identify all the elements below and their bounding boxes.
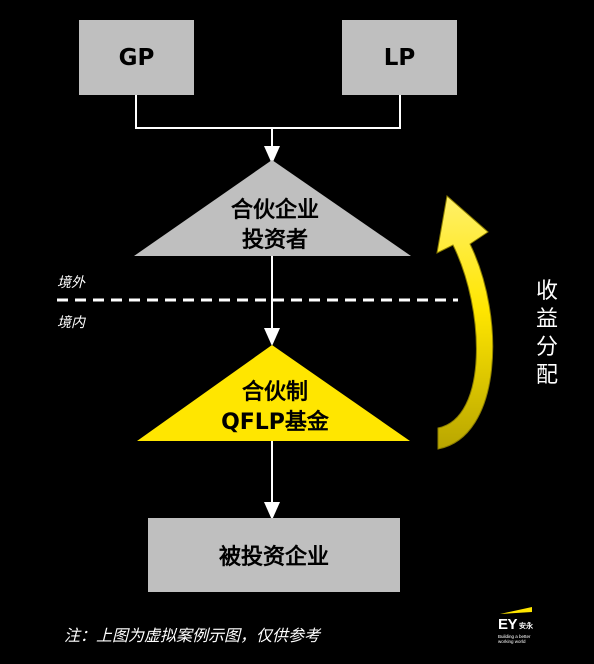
ey-tagline-line-1: Building a better — [498, 634, 531, 639]
ey-logo: EY 安永 Building a better working world — [496, 604, 546, 648]
gp-label: GP — [118, 44, 155, 71]
return-label-char: 分 — [535, 335, 558, 360]
return-label-char: 益 — [535, 307, 558, 332]
disclaimer-note: 注：上图为虚拟案例示图，仅供参考 — [64, 626, 321, 645]
gp-connector — [135, 95, 272, 129]
ey-logo-chinese: 安永 — [519, 622, 533, 630]
return-label-char: 收 — [535, 279, 558, 304]
ey-tagline-line-2: working world — [498, 639, 526, 644]
lp-box: LP — [342, 20, 457, 95]
fund-label-line-2: QFLP基金 — [221, 410, 329, 435]
fund-label-line-1: 合伙制 — [241, 380, 308, 405]
return-distribution-arrow-icon — [436, 195, 494, 450]
offshore-label: 境外 — [57, 275, 85, 291]
lp-connector — [272, 95, 401, 129]
fund-label: 合伙制 QFLP基金 — [180, 378, 370, 438]
investor-triangle — [134, 160, 411, 256]
ey-beam-icon — [500, 607, 532, 614]
invested-company-label: 被投资企业 — [218, 545, 329, 570]
onshore-label: 境内 — [57, 315, 85, 331]
lp-label: LP — [383, 44, 416, 71]
investor-label-line-1: 合伙企业 — [230, 198, 319, 223]
return-distribution-label: 收 益 分 配 — [527, 278, 567, 390]
investor-label: 合伙企业 投资者 — [180, 196, 370, 256]
investor-label-line-2: 投资者 — [241, 228, 308, 253]
ey-logo-tagline: Building a better working world — [498, 634, 538, 644]
gp-box: GP — [79, 20, 194, 95]
fund-triangle — [137, 345, 410, 441]
ey-logo-brand: EY — [498, 616, 518, 633]
invested-company-box: 被投资企业 — [148, 518, 400, 592]
return-label-char: 配 — [535, 363, 558, 388]
